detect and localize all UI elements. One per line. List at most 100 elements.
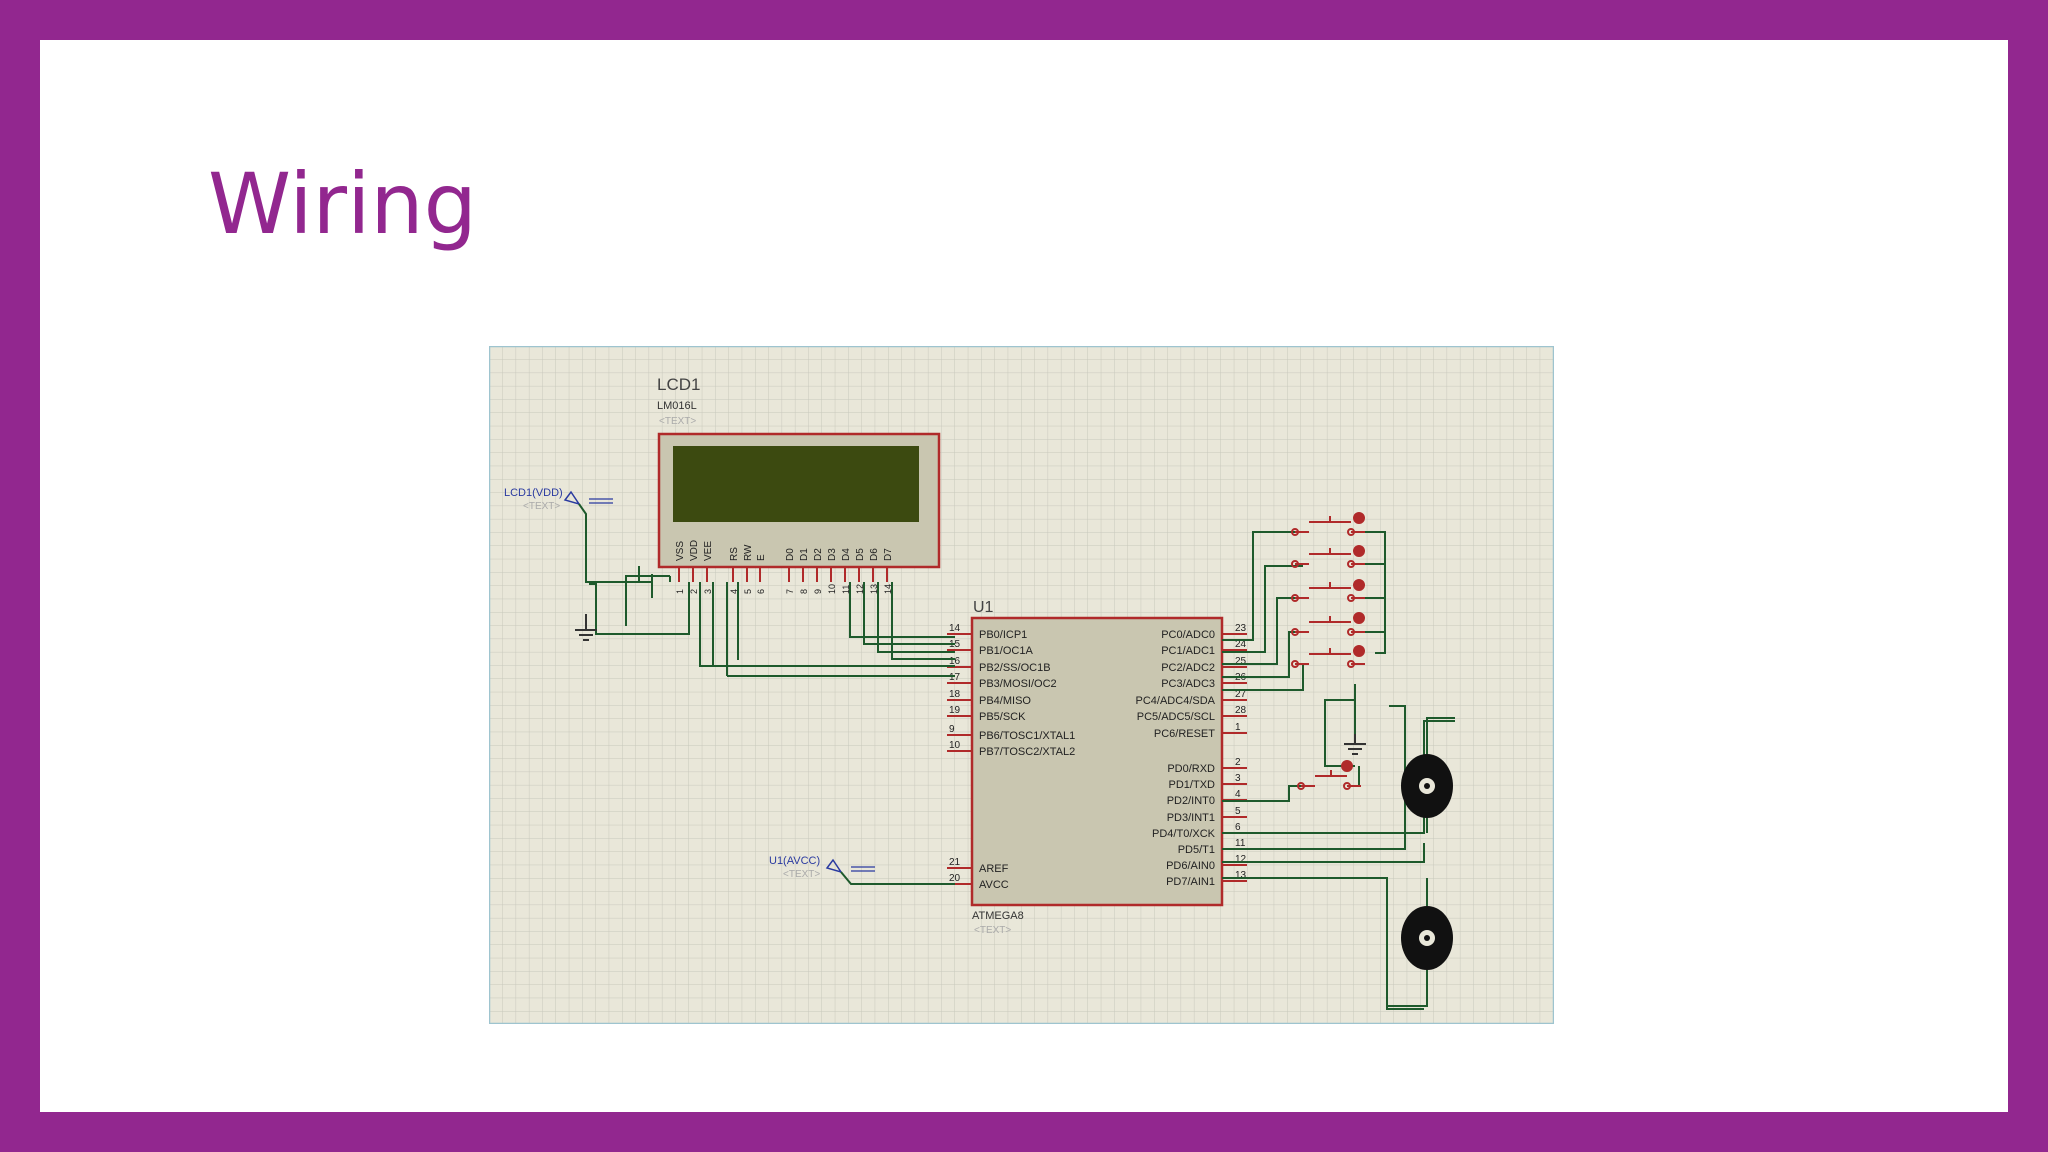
mcu-pin-number: 27	[1235, 689, 1247, 700]
lcd-pin-name: D4	[841, 548, 852, 561]
mcu-pin-number: 14	[949, 623, 961, 634]
lcd-pin-number: 12	[855, 584, 865, 594]
mcu-pin-name: PC6/RESET	[1154, 728, 1215, 740]
lcd-pin-number: 13	[869, 584, 879, 594]
push-button	[1291, 645, 1365, 668]
mcu-pin-number: 18	[949, 689, 961, 700]
lcd-pin-number: 2	[689, 589, 699, 594]
lcd-part: LM016L	[657, 400, 697, 412]
push-button	[1291, 612, 1365, 636]
lcd-pin-number: 14	[883, 584, 893, 594]
mcu-pin-name: PD1/TXD	[1169, 779, 1216, 791]
mcu-pin-number: 20	[949, 873, 961, 884]
lcd-screen	[673, 446, 919, 522]
mcu-pin-number: 5	[1235, 806, 1241, 817]
mcu-pin-name: PB6/TOSC1/XTAL1	[979, 730, 1075, 742]
lcd-pin: D5 12	[855, 548, 866, 594]
mcu-pin-name: PC1/ADC1	[1161, 645, 1215, 657]
lcd-pin-name: E	[756, 554, 767, 561]
schematic-diagram: LCD1 LM016L <TEXT> VSS1VDD2VEE3RS4RW5E6D…	[489, 346, 1554, 1024]
lcd-pin-name: D5	[855, 548, 866, 561]
mcu-pin-name: PB4/MISO	[979, 695, 1031, 707]
mcu-pin-name: PD4/T0/XCK	[1152, 828, 1216, 840]
mcu-pin-number: 10	[949, 740, 961, 751]
mcu-pin-number: 21	[949, 857, 961, 868]
mcu-pin-name: AVCC	[979, 879, 1009, 891]
lcd-pin-name: VSS	[675, 541, 686, 561]
lcd-pin-name: RS	[729, 547, 740, 561]
mcu-pin-number: 13	[1235, 870, 1247, 881]
lcd-pin: RW5	[743, 544, 754, 594]
mcu-pin-number: 2	[1235, 757, 1241, 768]
terminal-u1-avcc: U1(AVCC) <TEXT>	[769, 855, 875, 880]
lcd-pin-name: D3	[827, 548, 838, 561]
lcd-pin: RS 4	[729, 547, 740, 594]
mcu-pin-number: 19	[949, 705, 961, 716]
lcd-pin-number: 5	[743, 589, 753, 594]
lcd-pin: D6 13	[869, 548, 880, 594]
mcu-pin-name: PC2/ADC2	[1161, 662, 1215, 674]
lcd-pin-number: 7	[785, 589, 795, 594]
mcu-pin-name: PC5/ADC5/SCL	[1137, 711, 1215, 723]
lcd-pin-name: D0	[785, 548, 796, 561]
mcu-pin-number: 4	[1235, 789, 1241, 800]
terminal-label: LCD1(VDD)	[504, 487, 563, 499]
mcu-text-placeholder: <TEXT>	[974, 925, 1011, 936]
mcu-pin-name: PC0/ADC0	[1161, 629, 1215, 641]
lcd-pin: D3 10	[827, 548, 838, 594]
lcd-pin-number: 6	[756, 589, 766, 594]
motor-icon	[1387, 878, 1453, 1007]
mcu-pin-number: 11	[1235, 838, 1246, 849]
lcd-pin-number: 10	[827, 584, 837, 594]
lcd-pin-name: VEE	[703, 541, 714, 561]
mcu-pin-name: PB1/OC1A	[979, 645, 1033, 657]
mcu-pin-name: PB2/SS/OC1B	[979, 662, 1051, 674]
mcu-pin-name: AREF	[979, 863, 1009, 875]
mcu-pin-name: PD0/RXD	[1167, 763, 1215, 775]
mcu-pin-number: 1	[1235, 722, 1241, 733]
mcu-ref: U1	[973, 599, 994, 616]
mcu-pin-number: 12	[1235, 854, 1247, 865]
lcd-pin-name: D6	[869, 548, 880, 561]
mcu-pin-name: PC3/ADC3	[1161, 678, 1215, 690]
lcd-pin-number: 4	[729, 589, 739, 594]
mcu-pin-number: 25	[1235, 656, 1247, 667]
lcd-text-placeholder: <TEXT>	[659, 416, 696, 427]
terminal-lcd-vdd: LCD1(VDD) <TEXT>	[504, 487, 613, 512]
mcu-pin-number: 16	[949, 656, 961, 667]
mcu-pin-name: PC4/ADC4/SDA	[1136, 695, 1216, 707]
lcd-pin-number: 3	[703, 589, 713, 594]
motor-icon	[1401, 717, 1455, 833]
mcu-body	[970, 616, 1224, 907]
terminal-text: <TEXT>	[523, 501, 560, 512]
mcu-pin-name: PD7/AIN1	[1166, 876, 1215, 888]
mcu-pin-name: PD3/INT1	[1167, 812, 1215, 824]
mcu-pin-name: PB3/MOSI/OC2	[979, 678, 1057, 690]
mcu-pin-number: 17	[949, 672, 961, 683]
mcu-pin-number: 3	[1235, 773, 1241, 784]
push-button	[1291, 579, 1365, 602]
mcu-pin-number: 28	[1235, 705, 1247, 716]
push-button	[1291, 545, 1365, 568]
mcu-pin-name: PB0/ICP1	[979, 629, 1027, 641]
lcd-pin-name: VDD	[689, 540, 700, 561]
lcd-pin: D18	[799, 548, 810, 594]
mcu-part: ATMEGA8	[972, 910, 1024, 922]
lcd-pin-number: 8	[799, 589, 809, 594]
mcu-pin-number: 23	[1235, 623, 1247, 634]
